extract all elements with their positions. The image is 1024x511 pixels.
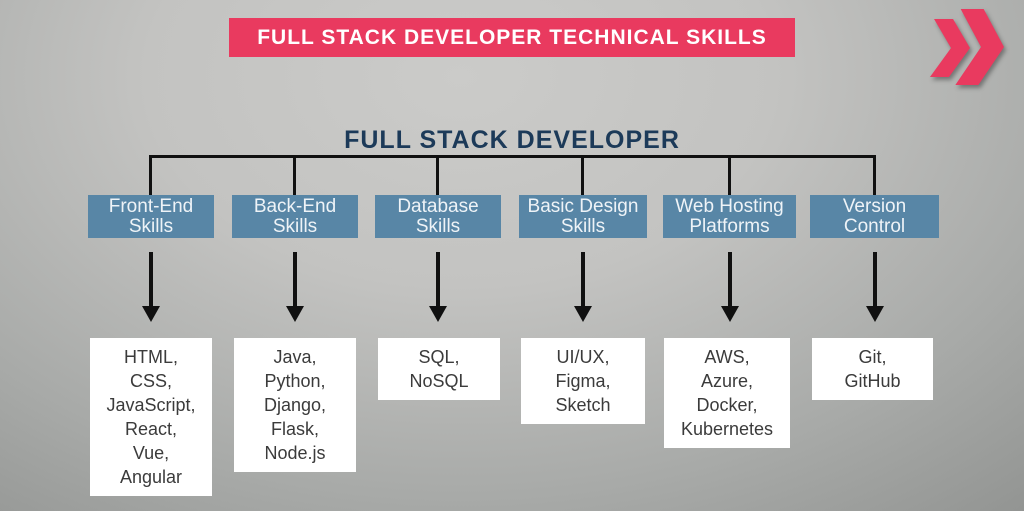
- down-arrow-icon: [581, 252, 585, 308]
- category-box-database-skills: Database Skills: [375, 195, 501, 238]
- category-box-basic-design-skills: Basic Design Skills: [519, 195, 647, 238]
- skills-list-back-end: Java, Python, Django, Flask, Node.js: [234, 338, 356, 472]
- down-arrow-icon: [293, 252, 297, 308]
- double-chevron-right-icon: [930, 5, 1016, 89]
- chevron-left-part-icon: [930, 19, 972, 77]
- skills-list-front-end: HTML, CSS, JavaScript, React, Vue, Angul…: [90, 338, 212, 496]
- category-box-front-end-skills: Front-End Skills: [88, 195, 214, 238]
- skills-list-database: SQL, NoSQL: [378, 338, 500, 400]
- category-box-web-hosting-platforms: Web Hosting Platforms: [663, 195, 796, 238]
- connector-vertical-line: [581, 155, 584, 196]
- down-arrow-icon: [873, 252, 877, 308]
- down-arrow-icon: [149, 252, 153, 308]
- down-arrow-head-icon: [866, 306, 884, 322]
- down-arrow-head-icon: [142, 306, 160, 322]
- down-arrow-head-icon: [574, 306, 592, 322]
- down-arrow-head-icon: [286, 306, 304, 322]
- down-arrow-head-icon: [429, 306, 447, 322]
- skills-list-version-control: Git, GitHub: [812, 338, 933, 400]
- connector-vertical-line: [293, 155, 296, 196]
- down-arrow-icon: [728, 252, 732, 308]
- connector-vertical-line: [149, 155, 152, 196]
- title-banner: FULL STACK DEVELOPER TECHNICAL SKILLS: [229, 18, 795, 57]
- category-box-version-control: Version Control: [810, 195, 939, 238]
- root-node-title: FULL STACK DEVELOPER: [344, 126, 680, 154]
- down-arrow-head-icon: [721, 306, 739, 322]
- category-box-back-end-skills: Back-End Skills: [232, 195, 358, 238]
- down-arrow-icon: [436, 252, 440, 308]
- skills-list-web-hosting: AWS, Azure, Docker, Kubernetes: [664, 338, 790, 448]
- connector-vertical-line: [728, 155, 731, 196]
- connector-vertical-line: [436, 155, 439, 196]
- connector-vertical-line: [873, 155, 876, 196]
- skills-list-basic-design: UI/UX, Figma, Sketch: [521, 338, 645, 424]
- title-banner-text: FULL STACK DEVELOPER TECHNICAL SKILLS: [257, 25, 767, 49]
- connector-horizontal-line: [150, 155, 875, 158]
